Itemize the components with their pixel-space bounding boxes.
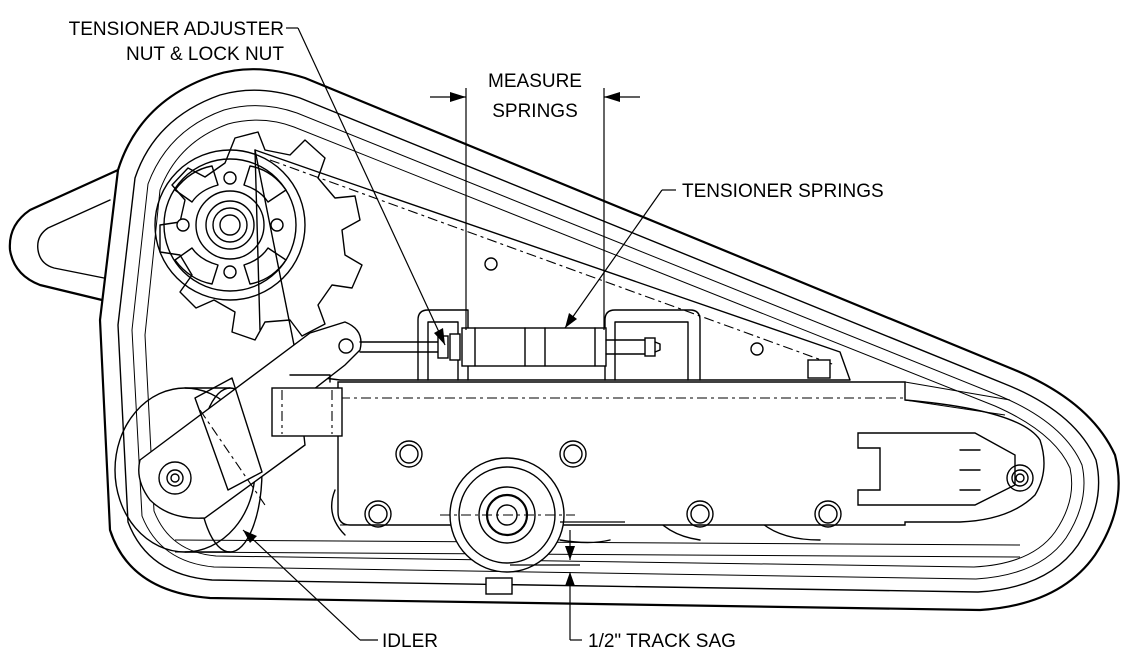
center-roller	[440, 457, 575, 573]
label-measure: MEASURE	[488, 71, 582, 92]
track-sag-dimension	[510, 521, 625, 641]
label-springs: SPRINGS	[492, 101, 578, 122]
frame-bolts	[364, 440, 842, 528]
label-tensioner-springs: TENSIONER SPRINGS	[682, 181, 884, 202]
label-track-sag: 1/2" TRACK SAG	[588, 631, 736, 652]
track-rollers	[331, 489, 821, 544]
label-tensioner-adjuster-line1: TENSIONER ADJUSTER	[69, 19, 284, 40]
label-tensioner-adjuster-line2: NUT & LOCK NUT	[126, 44, 284, 65]
idler-arm	[138, 321, 362, 519]
tensioner-assembly	[359, 309, 701, 381]
label-idler: IDLER	[382, 631, 438, 652]
front-axle-plate	[857, 432, 1034, 506]
measure-springs-dimension	[430, 88, 640, 330]
leader-lines	[242, 27, 676, 641]
callout-labels: TENSIONER ADJUSTER NUT & LOCK NUT MEASUR…	[69, 19, 884, 652]
drive-sprocket	[154, 131, 363, 341]
rear-tow-loop	[8, 168, 119, 302]
